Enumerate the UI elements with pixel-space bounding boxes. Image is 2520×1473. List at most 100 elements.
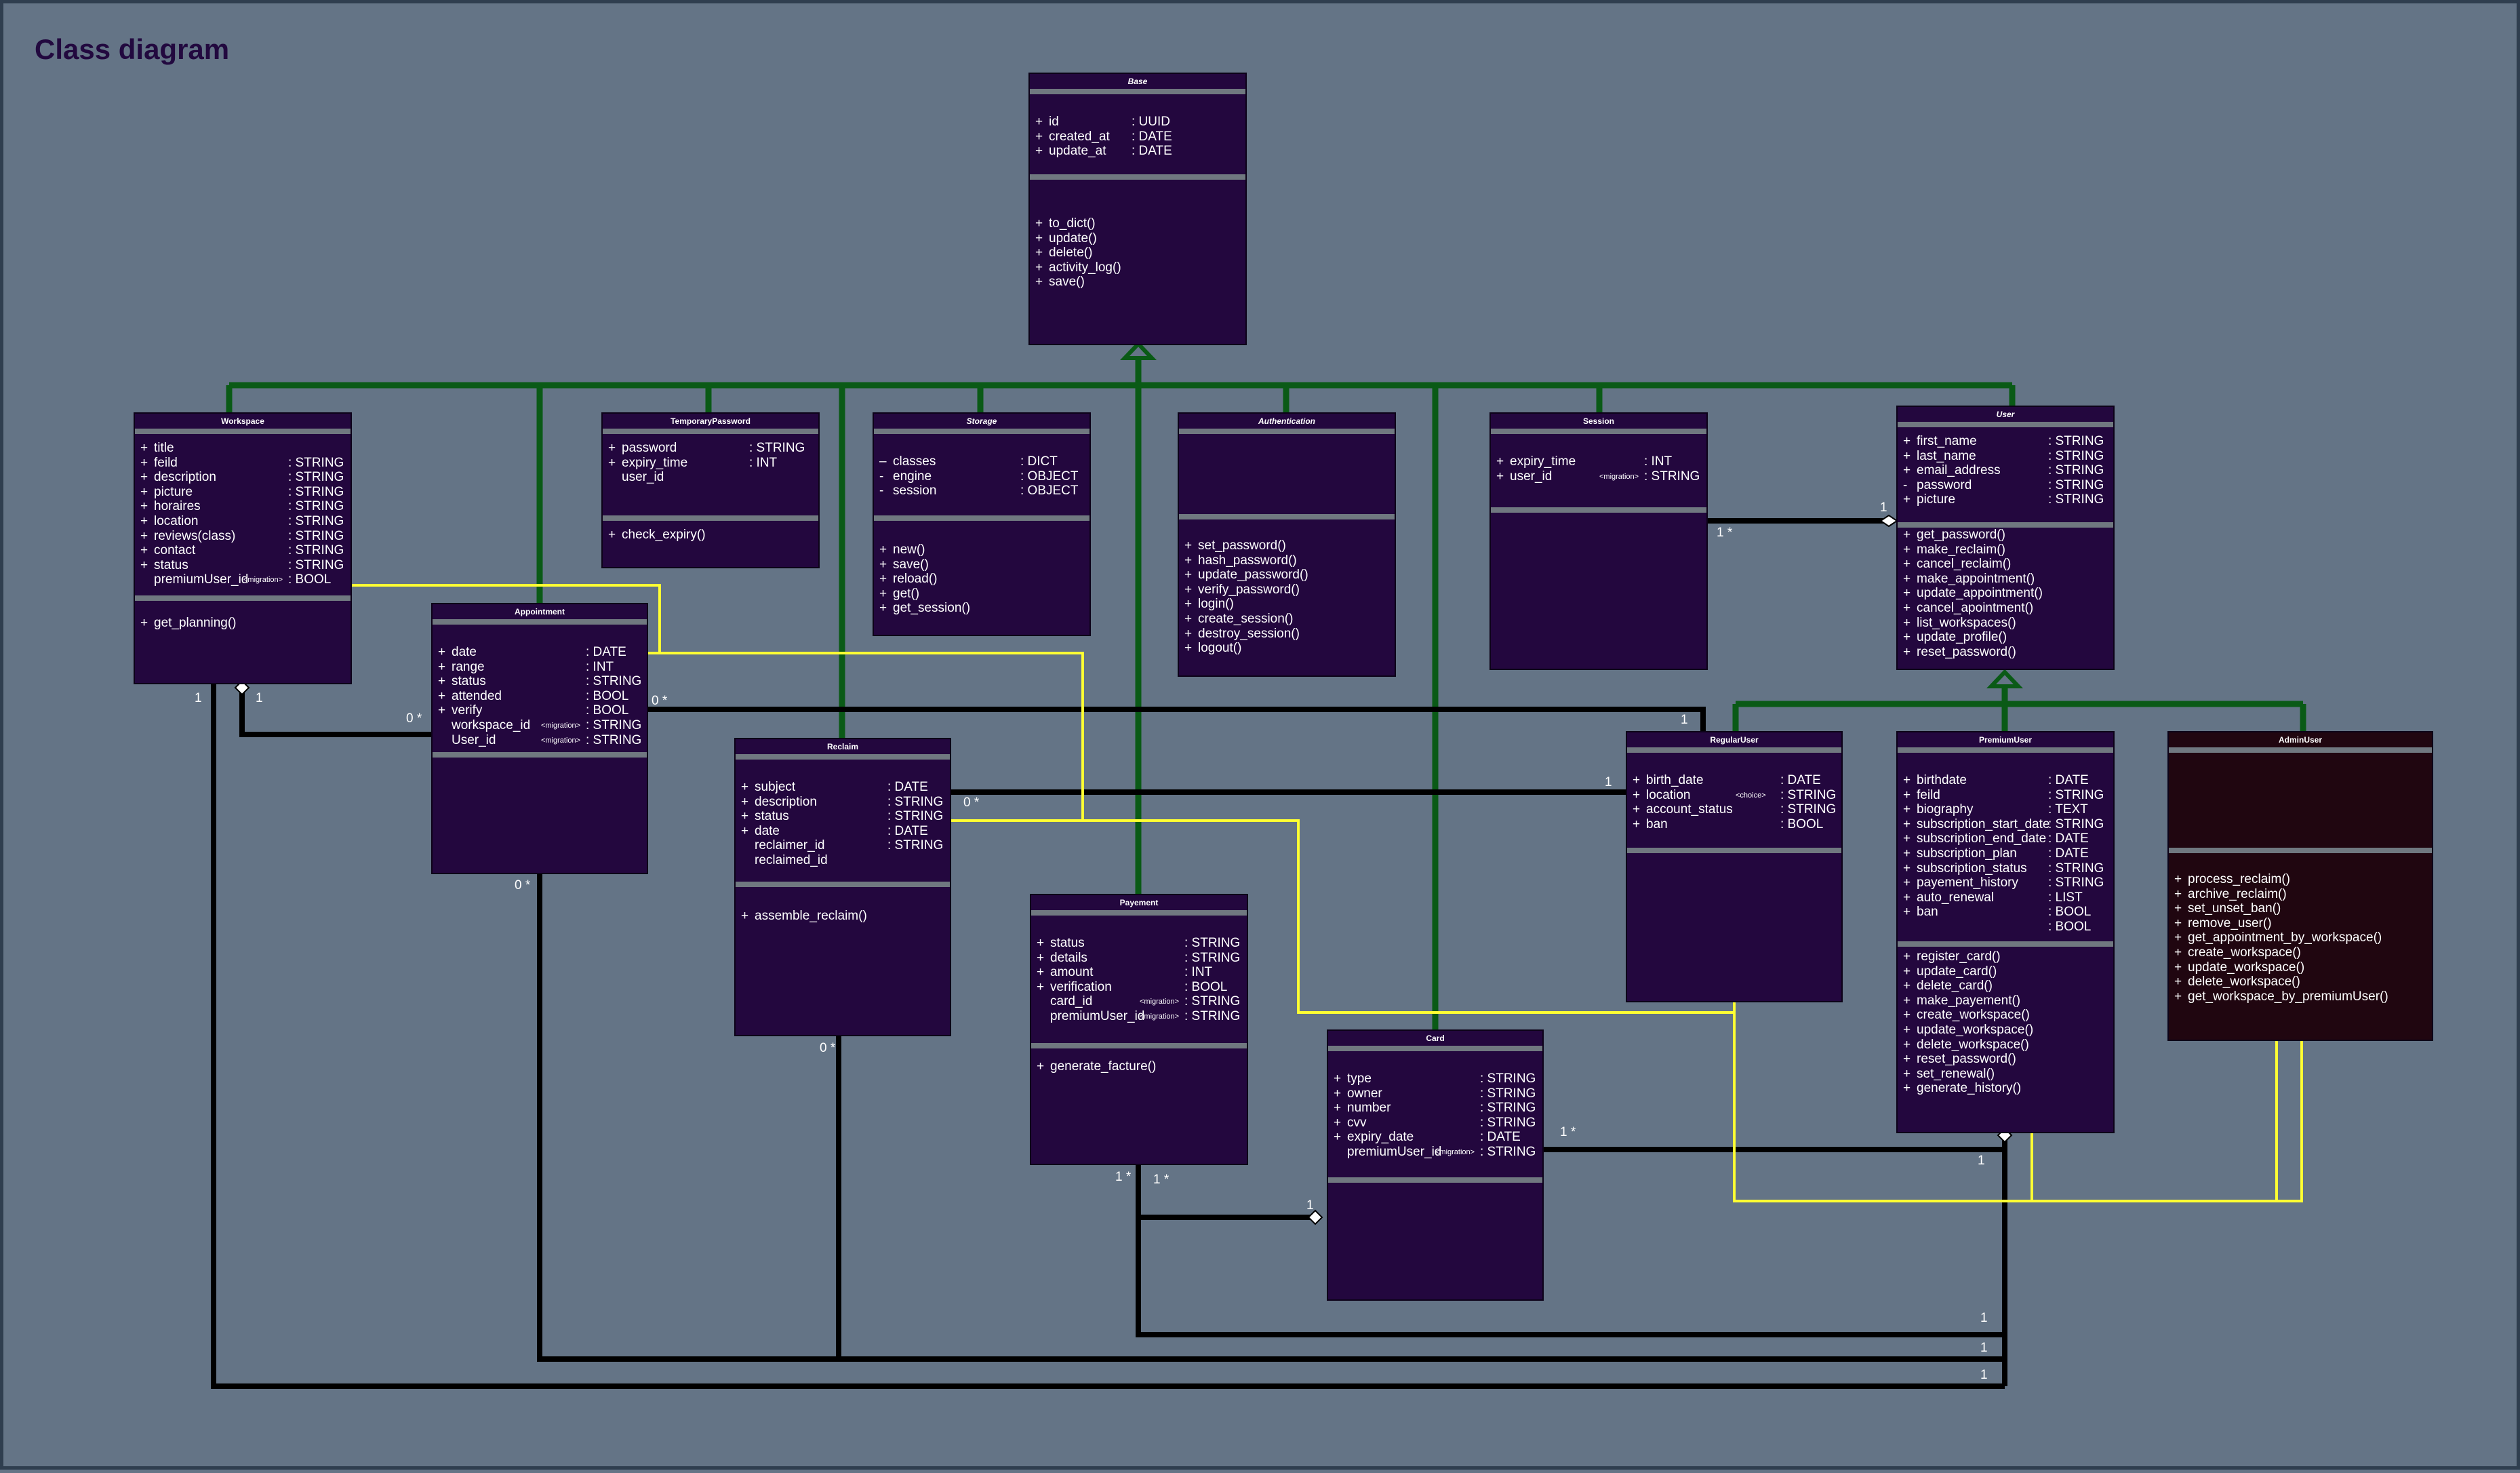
attribute-row: +status: STRING — [736, 809, 950, 824]
methods-section: +check_expiry() — [603, 528, 818, 543]
visibility-marker: + — [1035, 115, 1043, 129]
visibility-marker: + — [438, 645, 446, 659]
member-name: hash_password() — [1198, 553, 1297, 568]
attributes-section: –classes: DICT-engine: OBJECT-session: O… — [874, 454, 1089, 498]
member-type: : STRING — [1480, 1072, 1536, 1086]
assoc-workspace-appointment — [239, 688, 431, 737]
member-type: : STRING — [1780, 802, 1837, 817]
class-user[interactable]: User +first_name: STRING+last_name: STRI… — [1896, 406, 2115, 670]
class-storage[interactable]: Storage –classes: DICT-engine: OBJECT-se… — [873, 412, 1091, 636]
visibility-marker: + — [1903, 949, 1911, 964]
member-name: save() — [893, 557, 929, 572]
member-type: : STRING — [288, 513, 344, 528]
member-name: first_name — [1917, 434, 1977, 448]
attribute-row: +email_address: STRING — [1898, 463, 2113, 478]
member-name: get_planning() — [154, 616, 237, 630]
class-appointment[interactable]: Appointment +date: DATE+range: INT+statu… — [431, 603, 648, 874]
attribute-row: : BOOL — [1898, 920, 2113, 935]
member-name: cancel_reclaim() — [1917, 557, 2012, 572]
visibility-marker: + — [1035, 144, 1043, 159]
attributes-section: +title+feild: STRING+description: STRING… — [135, 441, 351, 587]
member-name: birth_date — [1646, 773, 1704, 787]
member-name: update_workspace() — [1917, 1022, 2034, 1037]
dep-admin-right — [2031, 1041, 2303, 1202]
member-name: update_appointment() — [1917, 586, 2043, 601]
class-premium-user[interactable]: PremiumUser +birthdate: DATE+feild: STRI… — [1896, 731, 2115, 1133]
class-name: RegularUser — [1627, 732, 1841, 749]
visibility-marker: + — [1903, 993, 1911, 1008]
attribute-row: +reviews(class): STRING — [135, 529, 351, 544]
member-name: feild — [154, 455, 178, 470]
attribute-row: +birth_date: DATE — [1627, 773, 1841, 788]
class-temporary-password[interactable]: TemporaryPassword +password: STRING+expi… — [601, 412, 820, 568]
multiplicity-label: 1 — [1980, 1341, 1988, 1355]
class-authentication[interactable]: Authentication +set_password()+hash_pass… — [1178, 412, 1396, 677]
visibility-marker: + — [1184, 597, 1193, 612]
methods-section: +register_card()+update_card()+delete_ca… — [1898, 949, 2113, 1096]
attribute-row: +payement_history: STRING — [1898, 876, 2113, 890]
member-type: : BOOL — [586, 688, 629, 703]
member-type: : STRING — [1480, 1115, 1536, 1130]
attribute-row: +description: STRING — [135, 470, 351, 485]
attributes-section: +subject: DATE+description: STRING+statu… — [736, 780, 950, 868]
visibility-marker: + — [140, 484, 148, 499]
member-name: subscription_start_date — [1917, 817, 2050, 831]
member-type: : OBJECT — [1020, 484, 1079, 498]
visibility-marker: + — [1903, 542, 1911, 557]
member-type: : DATE — [2048, 773, 2089, 787]
visibility-marker: - — [879, 484, 884, 498]
member-type: : DATE — [887, 780, 928, 794]
visibility-marker: + — [1903, 1052, 1911, 1067]
class-regular-user[interactable]: RegularUser +birth_date: DATE+location<c… — [1626, 731, 1843, 1002]
member-type: : INT — [1644, 454, 1673, 469]
member-name: make_payement() — [1917, 993, 2021, 1008]
class-payement[interactable]: Payement +status: STRING+details: STRING… — [1030, 894, 1248, 1165]
member-type: : INT — [749, 455, 778, 470]
visibility-marker: + — [1903, 434, 1911, 448]
member-type: : STRING — [288, 455, 344, 470]
member-name: set_unset_ban() — [2188, 901, 2281, 916]
method-row: +get_session() — [874, 601, 1089, 616]
attribute-row: +status: STRING — [1031, 936, 1247, 951]
attribute-row: +attended: BOOL — [433, 689, 647, 704]
visibility-marker: + — [1903, 1037, 1911, 1052]
attribute-row: -password: STRING — [1898, 478, 2113, 493]
method-row: +update_workspace() — [2169, 960, 2432, 975]
attribute-row: card_id<migration>: STRING — [1031, 994, 1247, 1009]
member-name: reset_password() — [1917, 1052, 2016, 1067]
class-session[interactable]: Session +expiry_time: INT+user_id<migrat… — [1489, 412, 1708, 670]
member-name: destroy_session() — [1198, 626, 1300, 641]
method-row: +process_reclaim() — [2169, 872, 2432, 887]
methods-section: +assemble_reclaim() — [736, 909, 950, 924]
class-name: Appointment — [433, 604, 647, 621]
session-user-aggregation-diamond — [1879, 514, 1898, 528]
member-name: contact — [154, 543, 196, 558]
attribute-row: +subscription_status: STRING — [1898, 861, 2113, 876]
member-type: : STRING — [288, 557, 344, 572]
class-reclaim[interactable]: Reclaim +subject: DATE+description: STRI… — [734, 738, 951, 1036]
member-type: : DATE — [2048, 831, 2089, 846]
class-name: Payement — [1031, 895, 1247, 911]
class-admin-user[interactable]: AdminUser +process_reclaim()+archive_rec… — [2167, 731, 2433, 1041]
member-name: location — [154, 513, 199, 528]
member-name: update_at — [1049, 144, 1106, 159]
member-name: reclaimed_id — [755, 852, 828, 867]
class-workspace[interactable]: Workspace +title+feild: STRING+descripti… — [134, 412, 352, 684]
member-name: process_reclaim() — [2188, 872, 2290, 886]
visibility-marker: + — [1903, 890, 1911, 905]
method-row: +delete_workspace() — [1898, 1038, 2113, 1053]
visibility-marker: – — [879, 454, 887, 469]
class-card[interactable]: Card +type: STRING+owner: STRING+number:… — [1327, 1029, 1544, 1301]
class-name: Workspace — [135, 414, 351, 430]
class-base[interactable]: Base +id: UUID+created_at: DATE+update_a… — [1028, 73, 1247, 345]
member-name: new() — [893, 543, 925, 557]
method-row: +register_card() — [1898, 949, 2113, 964]
member-name: details — [1050, 950, 1087, 965]
attribute-row: +range: INT — [433, 660, 647, 675]
member-type: : STRING — [2048, 434, 2104, 448]
member-name: expiry_date — [1347, 1130, 1414, 1145]
attribute-row: +contact: STRING — [135, 543, 351, 558]
stereotype: <migration> — [1599, 472, 1639, 481]
member-type: : BOOL — [2048, 905, 2092, 920]
dep-regular-premium-admin — [1733, 1002, 2278, 1202]
